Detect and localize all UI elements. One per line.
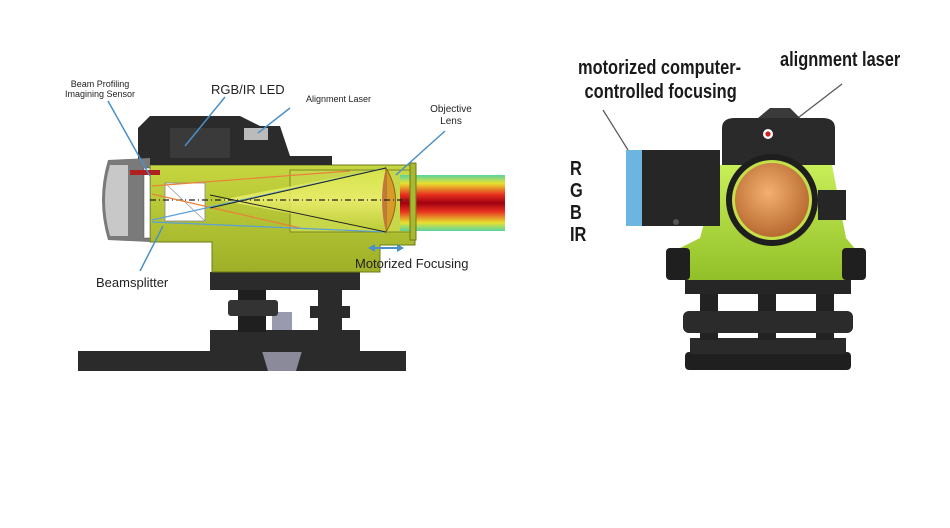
top-housing <box>138 116 332 165</box>
label-beam-profiling: Beam Profiling Imagining Sensor <box>62 79 138 100</box>
label-focusing-line2: controlled focusing <box>584 81 737 103</box>
front-view-diagram <box>602 83 866 370</box>
label-alignment-laser-right: alignment laser <box>780 49 901 71</box>
leader-beam-profiling <box>107 100 151 177</box>
ray-black-bottom <box>209 194 387 233</box>
side-knob-right <box>842 248 866 280</box>
front-barrel <box>409 162 417 241</box>
rgb-led-module <box>626 150 644 226</box>
side-block <box>818 190 846 220</box>
label-motorized-computer-focusing: motorized computer- controlled focusing <box>578 56 741 104</box>
tribrach-top <box>210 272 360 290</box>
objective-lens <box>385 166 396 234</box>
leader-beamsplitter <box>139 225 164 272</box>
front-top-cap <box>722 118 835 165</box>
focus-motor <box>642 150 720 226</box>
ray-orange-bottom <box>151 193 301 229</box>
front-lens <box>735 163 809 237</box>
label-focusing-line1: motorized computer- <box>578 57 742 79</box>
channel-g: G <box>570 180 583 202</box>
label-motorized-focusing: Motorized Focusing <box>355 256 469 271</box>
sensor-board <box>130 170 160 175</box>
label-objective-line2: Lens <box>440 115 462 127</box>
label-beamsplitter: Beamsplitter <box>96 275 169 290</box>
label-objective-lens: Objective Lens <box>427 104 475 127</box>
cross-section-diagram <box>78 96 505 371</box>
label-alignment-laser-left: Alignment Laser <box>306 94 372 104</box>
foot-knob <box>228 300 278 316</box>
leader-rgb-led <box>184 96 226 147</box>
label-objective-line1: Objective <box>430 104 472 115</box>
camera-lens-cap <box>105 165 128 236</box>
mount-screw <box>262 351 302 371</box>
front-base-ring <box>690 338 846 354</box>
laser-module <box>244 128 268 140</box>
leader-objective <box>395 130 446 176</box>
image-sensor <box>143 167 151 239</box>
channel-b: B <box>570 202 582 224</box>
label-beam-profiling-line2: Imagining Sensor <box>64 89 136 100</box>
side-knob-left <box>666 248 690 280</box>
motor-screw <box>673 219 679 225</box>
output-beam <box>400 175 505 231</box>
label-beam-profiling-line1: Beam Profiling <box>70 79 130 89</box>
ray-blue-bottom <box>151 221 387 233</box>
channel-r: R <box>570 158 582 180</box>
tribrach-bottom <box>210 330 360 352</box>
laser-dot <box>765 131 771 137</box>
front-base <box>685 352 851 370</box>
ray-orange-top <box>151 170 351 187</box>
foot-collar <box>310 306 350 318</box>
focusing-arrowhead-right <box>397 244 404 252</box>
front-knobs <box>683 311 853 333</box>
leader-alignment-laser <box>257 107 291 134</box>
focusing-arrowhead-left <box>368 244 375 252</box>
label-rgb-ir-led: RGB/IR LED <box>211 82 285 97</box>
label-rgb-ir-channels: R G B IR <box>570 158 586 246</box>
base-plate <box>78 351 406 371</box>
leader-focusing <box>602 109 629 151</box>
channel-ir: IR <box>570 224 587 246</box>
led-module <box>170 128 230 158</box>
laser-housing <box>758 108 800 118</box>
front-tribrach <box>685 278 851 294</box>
